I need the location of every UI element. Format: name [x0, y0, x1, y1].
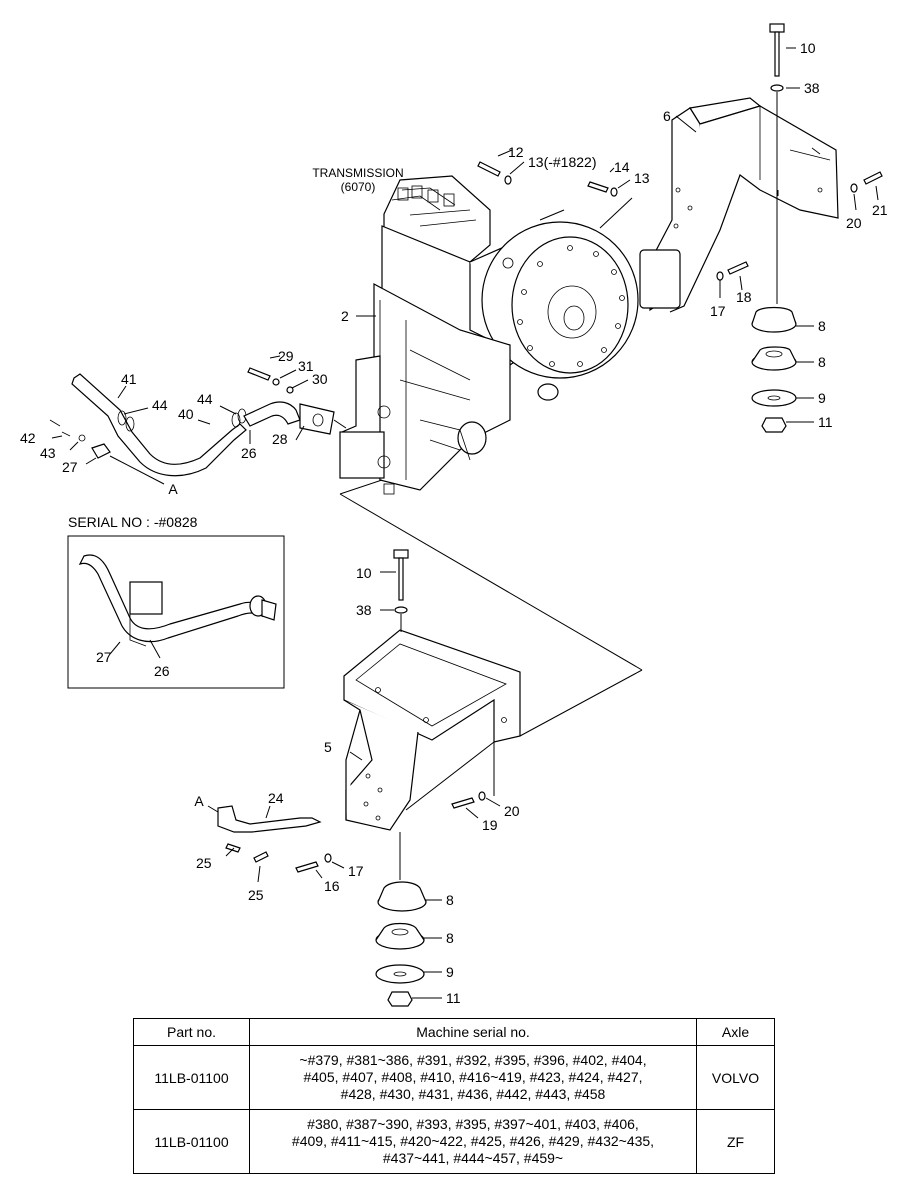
- callout-38-top: 38: [804, 80, 820, 96]
- transmission: [339, 175, 639, 495]
- callout-17-bottom: 17: [348, 863, 364, 879]
- transmission-label: TRANSMISSION: [312, 166, 403, 180]
- callout-9-top: 9: [818, 390, 826, 406]
- callout-11-top: 11: [818, 414, 833, 430]
- part-no-cell: 11LB-01100: [133, 1045, 250, 1110]
- header-part-no: Part no.: [133, 1018, 250, 1046]
- inset-detail: [67, 535, 285, 689]
- hardware: [217, 23, 883, 1007]
- transmission-model-label: (6070): [341, 180, 376, 194]
- callout-28: 28: [272, 431, 288, 447]
- serial-line: ~#379, #381~386, #391, #392, #395, #396,…: [299, 1052, 647, 1068]
- callout-38-mid: 38: [356, 602, 372, 618]
- callout-8-d: 8: [446, 930, 454, 946]
- part-no-cell: 11LB-01100: [133, 1109, 250, 1174]
- callout-41: 41: [121, 371, 137, 387]
- callout-40: 40: [178, 406, 194, 422]
- callout-25-right: 25: [248, 887, 264, 903]
- callout-27-top: 27: [62, 459, 78, 475]
- callout-18: 18: [736, 289, 752, 305]
- callout-25-left: 25: [196, 855, 212, 871]
- parts-table: Part no. Machine serial no. Axle 11LB-01…: [133, 1018, 775, 1174]
- callout-5: 5: [324, 739, 332, 755]
- callout-8-c: 8: [446, 892, 454, 908]
- callout-20-top: 20: [846, 215, 862, 231]
- callout-13: 13: [634, 170, 650, 186]
- inset-serial-note: SERIAL NO : -#0828: [68, 514, 198, 530]
- callout-26-top: 26: [241, 445, 257, 461]
- serial-line: #409, #411~415, #420~422, #425, #426, #4…: [291, 1133, 655, 1149]
- callout-20-bottom: 20: [504, 803, 520, 819]
- serial-line: #405, #407, #408, #410, #416~419, #423, …: [303, 1069, 643, 1085]
- callout-21: 21: [872, 202, 888, 218]
- callout-10-top: 10: [800, 40, 816, 56]
- front-mount-bracket: [343, 629, 521, 831]
- pipe-assembly: [49, 373, 335, 477]
- callout-6: 6: [663, 108, 671, 124]
- rear-mount-bracket: [639, 97, 839, 313]
- leader-lines: [51, 47, 879, 999]
- serial-line: #428, #430, #431, #436, #442, #443, #458: [340, 1086, 606, 1102]
- header-axle: Axle: [696, 1018, 775, 1046]
- callout-14: 14: [614, 159, 630, 175]
- callout-29: 29: [278, 348, 294, 364]
- table-header-row: Part no. Machine serial no. Axle: [133, 1018, 775, 1046]
- serial-cell: ~#379, #381~386, #391, #392, #395, #396,…: [249, 1045, 697, 1110]
- serial-line: #437~441, #444~457, #459~: [382, 1150, 564, 1166]
- callout-2: 2: [341, 308, 349, 324]
- flange-bolt-holes: [517, 245, 625, 367]
- callout-44-right: 44: [197, 391, 213, 407]
- ref-a-label-top: A: [168, 481, 178, 497]
- table-row: 11LB-01100 #380, #387~390, #393, #395, #…: [133, 1109, 775, 1174]
- callout-24: 24: [268, 790, 284, 806]
- table-row: 11LB-01100 ~#379, #381~386, #391, #392, …: [133, 1045, 775, 1110]
- header-machine-serial: Machine serial no.: [249, 1018, 697, 1046]
- callout-12: 12: [508, 144, 524, 160]
- callout-17-top: 17: [710, 303, 726, 319]
- serial-cell: #380, #387~390, #393, #395, #397~401, #4…: [249, 1109, 697, 1174]
- ref-a-label-bottom: A: [194, 793, 204, 809]
- callout-16: 16: [324, 878, 340, 894]
- callout-43: 43: [40, 445, 56, 461]
- callout-10-mid: 10: [356, 565, 372, 581]
- callout-42: 42: [20, 430, 36, 446]
- callout-26-inset: 26: [154, 663, 170, 679]
- axle-cell: VOLVO: [696, 1045, 775, 1110]
- callout-31: 31: [298, 358, 314, 374]
- serial-line: #380, #387~390, #393, #395, #397~401, #4…: [307, 1116, 639, 1132]
- callout-19: 19: [482, 817, 498, 833]
- callout-11-bottom: 11: [446, 990, 461, 1006]
- callout-27-inset: 27: [96, 649, 112, 665]
- callout-44-left: 44: [152, 397, 168, 413]
- text-labels: TRANSMISSION (6070) A A 10 38 6 12 13(-#…: [20, 40, 888, 1006]
- callout-8-a: 8: [818, 318, 826, 334]
- axle-cell: ZF: [696, 1109, 775, 1174]
- callout-13-note: 13(-#1822): [528, 154, 597, 170]
- callout-8-b: 8: [818, 354, 826, 370]
- callout-9-bottom: 9: [446, 964, 454, 980]
- callout-30: 30: [312, 371, 328, 387]
